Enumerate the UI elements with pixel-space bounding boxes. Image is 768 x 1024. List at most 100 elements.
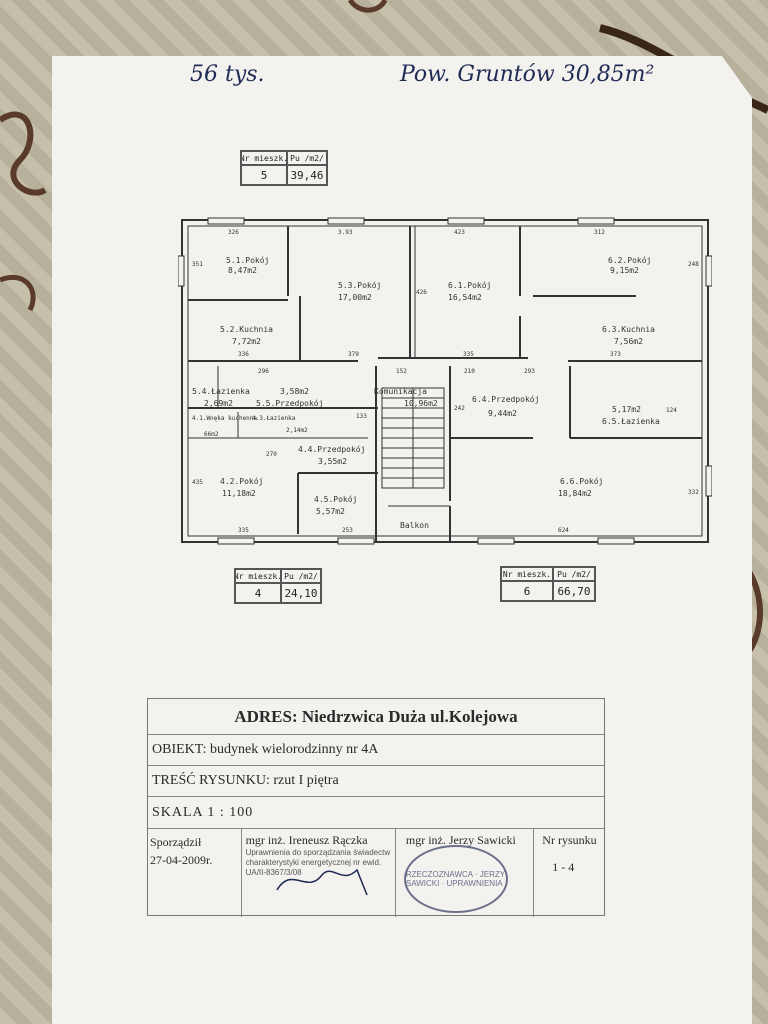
dimension-label: 326: [228, 229, 239, 236]
object-value: budynek wielorodzinny nr 4A: [210, 742, 379, 757]
room-name: 5.4.Łazienka: [192, 387, 250, 396]
unit-box-4: Nr mieszk. Pu /m2/ 4 24,10: [234, 568, 322, 604]
unit-nr-header: Nr mieszk.: [235, 569, 281, 583]
unit-area-header: Pu /m2/: [553, 567, 595, 581]
object-label: OBIEKT:: [152, 742, 207, 757]
unit-box-6: Nr mieszk. Pu /m2/ 6 66,70: [500, 566, 596, 602]
room-name: 4.1.Wnęka kuchenna: [192, 415, 257, 422]
dimension-label: 293: [524, 368, 535, 375]
room-name: 4.4.Przedpokój: [298, 444, 365, 454]
dimension-label: 426: [416, 289, 427, 296]
drawing-number-label: Nr rysunku: [542, 833, 597, 847]
room-area: 16,54m2: [448, 293, 482, 302]
address-value: Niedrzwica Duża ul.Kolejowa: [301, 706, 518, 726]
room-name: 5.2.Kuchnia: [220, 325, 273, 334]
handwritten-price: 56 tys.: [190, 62, 265, 87]
address-row: ADRES: Niedrzwica Duża ul.Kolejowa: [148, 699, 604, 735]
unit-area-value: 66,70: [553, 581, 595, 601]
unit-nr-header: Nr mieszk.: [241, 151, 287, 165]
title-block: ADRES: Niedrzwica Duża ul.Kolejowa OBIEK…: [147, 698, 605, 917]
room-name: 4.2.Pokój: [220, 476, 263, 486]
unit-area-value: 24,10: [281, 583, 321, 603]
dimension-label: 336: [238, 351, 249, 358]
dimension-label: 210: [464, 368, 475, 375]
room-name: 4.5.Pokój: [314, 494, 357, 504]
floor-plan-drawing: 326 3.93 423 312 351 426 248 336 379 335…: [178, 217, 712, 545]
drawing-number-cell: Nr rysunku 1 - 4: [534, 829, 604, 917]
seal-stamp-icon: RZECZOZNAWCA · JERZY SAWICKI · UPRAWNIEN…: [403, 845, 508, 913]
author2-name: mgr inż. Jerzy Sawicki: [405, 833, 516, 847]
dimension-label: 423: [454, 229, 465, 236]
dimension-label: 270: [266, 451, 277, 458]
dimension-label: 335: [238, 527, 249, 534]
room-area: 2,69m2: [204, 399, 233, 408]
room-area: 11,18m2: [222, 489, 256, 498]
room-area: 9,15m2: [610, 266, 639, 275]
room-area: 7,72m2: [232, 337, 261, 346]
scale-value: SKALA 1 : 100: [152, 804, 254, 820]
room-area: 10,96m2: [404, 399, 438, 408]
dimension-label: 379: [348, 351, 359, 358]
room-area: 2,14m2: [286, 427, 308, 434]
author1-stamp: Uprawnienia do sporządzania świadectw ch…: [245, 848, 391, 877]
room-area: 5,17m2: [612, 405, 641, 414]
document-sheet: 56 tys. Pow. Gruntów 30,85m² Nr mieszk. …: [52, 56, 752, 1024]
dimension-label: 624: [558, 527, 569, 534]
dimension-label: 253: [342, 527, 353, 534]
dimension-label: 332: [688, 489, 699, 496]
author1-name: mgr inż. Ireneusz Rączka: [245, 833, 368, 847]
room-name: 5.1.Pokój: [226, 255, 269, 265]
room-area: 17,00m2: [338, 293, 372, 302]
room-area: 18,84m2: [558, 489, 592, 498]
room-name: 6.6.Pokój: [560, 476, 603, 486]
room-area: 9,44m2: [488, 409, 517, 418]
author2-cell: mgr inż. Jerzy Sawicki RZECZOZNAWCA · JE…: [396, 829, 535, 917]
unit-area-header: Pu /m2/: [281, 569, 321, 583]
unit-area-header: Pu /m2/: [287, 151, 327, 165]
seal-stamp-text: RZECZOZNAWCA · JERZY SAWICKI · UPRAWNIEN…: [405, 870, 505, 888]
dimension-label: 351: [192, 261, 203, 268]
dimension-label: 124: [666, 407, 677, 414]
drawing-number-value: 1 - 4: [552, 860, 575, 874]
dimension-label: 242: [454, 405, 465, 412]
unit-nr-value: 6: [501, 581, 553, 601]
unit-box-5: Nr mieszk. Pu /m2/ 5 39,46: [240, 150, 328, 186]
dimension-label: 3.93: [338, 229, 353, 236]
room-area: 8,47m2: [228, 266, 257, 275]
object-row: OBIEKT: budynek wielorodzinny nr 4A: [148, 735, 604, 766]
dimension-label: 435: [192, 479, 203, 486]
dimension-label: 248: [688, 261, 699, 268]
room-name: 5.3.Pokój: [338, 280, 381, 290]
room-name: 6.4.Przedpokój: [472, 394, 539, 404]
dimension-label: 152: [396, 368, 407, 375]
floor-plan: 326 3.93 423 312 351 426 248 336 379 335…: [178, 216, 712, 546]
room-name: 6.1.Pokój: [448, 280, 491, 290]
dimension-label: 133: [356, 413, 367, 420]
content-row: TREŚĆ RYSUNKU: rzut I piętra: [148, 766, 604, 797]
prepared-label: Sporządził: [150, 835, 202, 849]
unit-nr-value: 5: [241, 165, 287, 185]
dimension-label: 296: [258, 368, 269, 375]
dimension-label: 373: [610, 351, 621, 358]
room-area: 3,55m2: [318, 457, 347, 466]
prepared-date: 27-04-2009r.: [150, 853, 213, 867]
room-name: 5.5.Przedpokój: [256, 398, 323, 408]
room-area: 7,56m2: [614, 337, 643, 346]
scale-row: SKALA 1 : 100: [148, 797, 604, 829]
signature-icon: [275, 868, 368, 896]
content-value: rzut I piętra: [273, 773, 339, 788]
room-area: 5,57m2: [316, 507, 345, 516]
handwritten-land-area: Pow. Gruntów 30,85m²: [400, 62, 655, 87]
signatures-row: Sporządził 27-04-2009r. mgr inż. Ireneus…: [148, 829, 604, 917]
prepared-cell: Sporządził 27-04-2009r.: [148, 829, 242, 917]
room-area: 66m2: [204, 431, 219, 438]
unit-nr-value: 4: [235, 583, 281, 603]
dimension-label: 312: [594, 229, 605, 236]
unit-area-value: 39,46: [287, 165, 327, 185]
room-name: Balkon: [400, 521, 429, 530]
room-name: 6.3.Kuchnia: [602, 325, 655, 334]
room-name: 6.5.Łazienka: [602, 417, 660, 426]
room-name: 4.3.Łazienka: [252, 415, 296, 422]
room-name: Komunikacja: [374, 387, 427, 396]
room-name: 6.2.Pokój: [608, 255, 651, 265]
